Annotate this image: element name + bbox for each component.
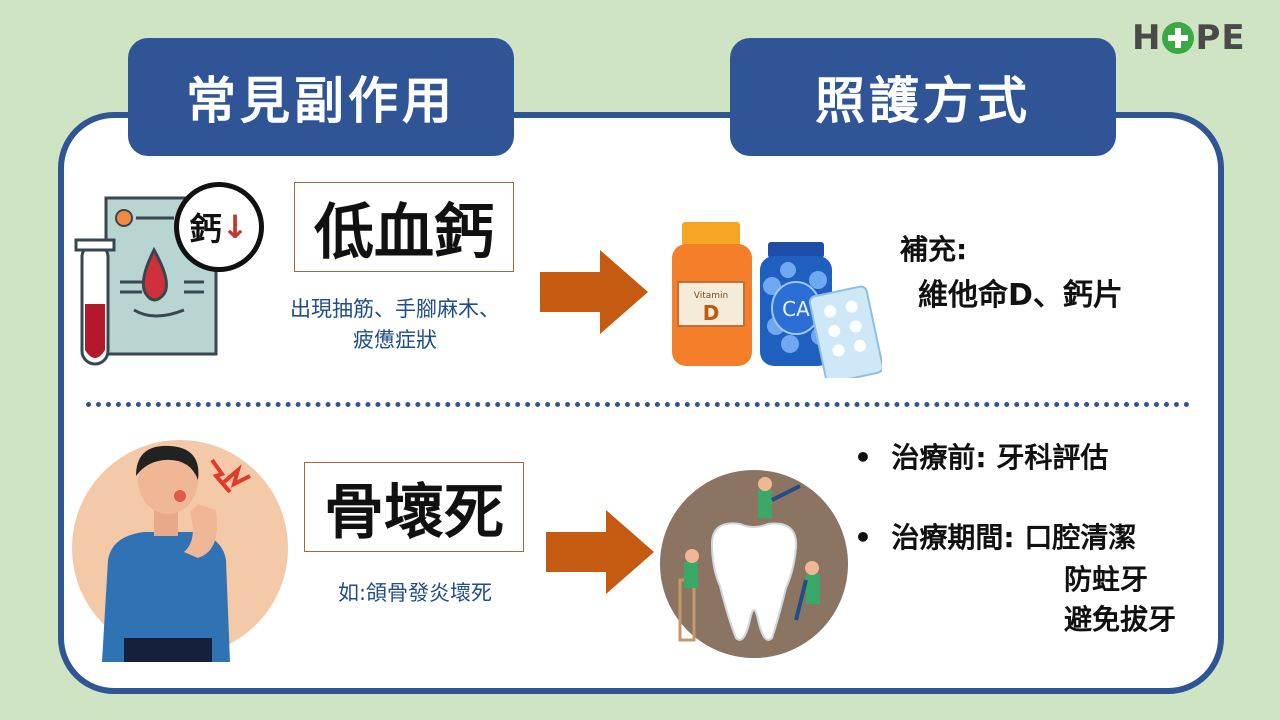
side-effect-description-hypocalcemia: 出現抽筋、手腳麻木、 疲憊症狀 <box>252 294 538 356</box>
care-detail-supplement: 維他命D、鈣片 <box>918 278 1123 313</box>
side-effect-title-osteonecrosis: 骨壞死 <box>304 462 524 552</box>
header-care-methods: 照護方式 <box>730 38 1116 156</box>
calcium-jar-label: CA <box>782 297 810 321</box>
desc-line: 疲憊症狀 <box>353 328 437 352</box>
logo-text-right: PE <box>1195 18 1246 58</box>
jaw-pain-person-icon <box>72 440 288 662</box>
care-bullet-text: 治療前: 牙科評估 <box>891 441 1109 474</box>
dotted-divider <box>86 402 1190 407</box>
care-bullet-text: 治療期間: 口腔清潔 <box>891 521 1137 554</box>
care-bullet-during-treatment: • 治療期間: 口腔清潔 <box>854 521 1137 554</box>
header-side-effects: 常見副作用 <box>128 38 514 156</box>
down-arrow-icon: ↓ <box>221 208 249 246</box>
calcium-down-badge: 鈣 ↓ <box>174 182 264 272</box>
hope-logo: H PE <box>1132 18 1262 58</box>
plus-logo-icon <box>1162 22 1195 54</box>
supplements-icon: Vitamin D CA <box>672 222 882 378</box>
logo-text-left: H <box>1132 18 1162 58</box>
vitamin-bottle-letter: D <box>703 301 720 325</box>
care-bullet-line: 避免拔牙 <box>1064 603 1177 636</box>
vitamin-bottle-label: Vitamin <box>694 291 728 301</box>
care-title-supplement: 補充: <box>900 233 968 266</box>
calcium-badge-text: 鈣 <box>189 210 222 248</box>
side-effect-title-hypocalcemia: 低血鈣 <box>294 182 514 272</box>
side-effect-description-osteonecrosis: 如:頜骨發炎壞死 <box>337 581 493 605</box>
care-bullet-before-treatment: • 治療前: 牙科評估 <box>854 441 1109 474</box>
care-bullet-line: 防蛀牙 <box>1064 563 1149 596</box>
dental-care-icon <box>660 470 848 658</box>
arrow-right-icon <box>546 510 654 594</box>
arrow-right-icon <box>540 250 648 334</box>
desc-line: 出現抽筋、手腳麻木、 <box>290 297 500 321</box>
